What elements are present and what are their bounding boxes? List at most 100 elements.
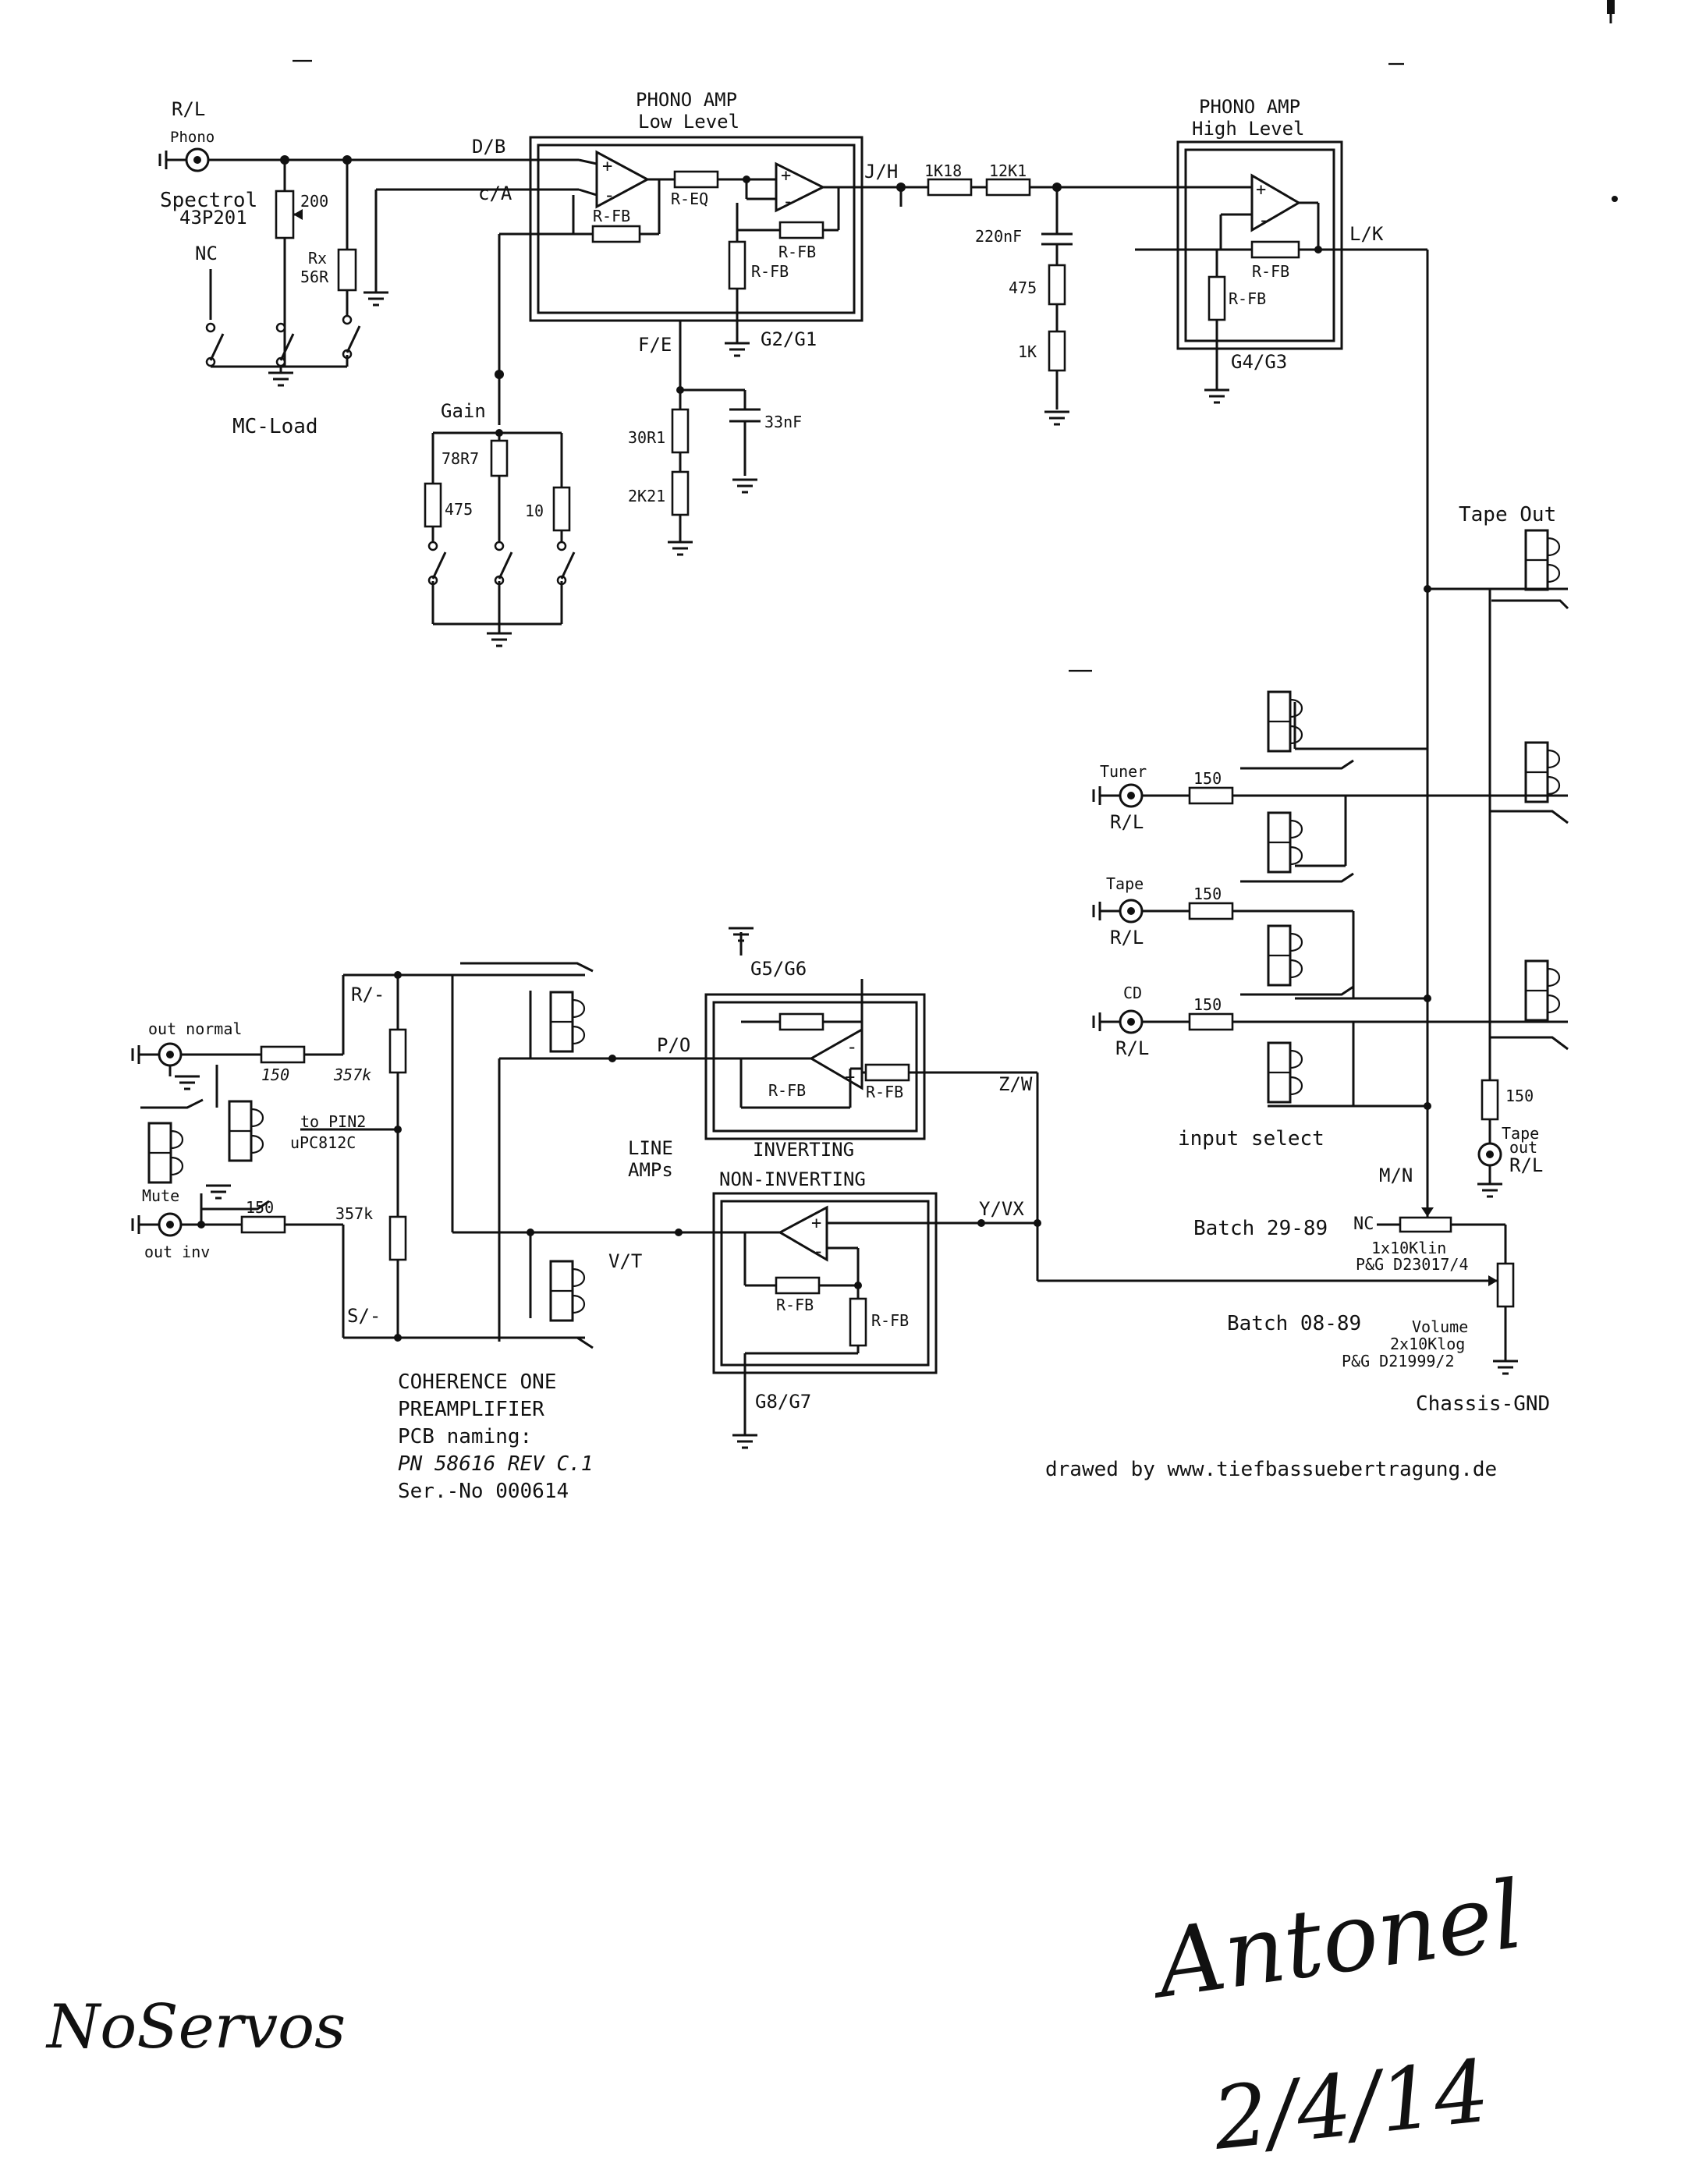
relay-icon [1524, 529, 1561, 591]
ground-icon [666, 541, 694, 556]
low-rfb-label: R-FB [593, 207, 630, 225]
opamp-3 [1250, 173, 1301, 232]
line-amps: G5/G6 - + R-FB R-FB Z/W P/O LINE AMPs IN… [608, 927, 1041, 1449]
net-zw: Z/W [998, 1073, 1033, 1095]
phono-high-title: PHONO AMP [1199, 96, 1300, 118]
opamp-2 [775, 161, 826, 213]
tape-jack-icon [1092, 899, 1144, 924]
mc-switch-3 [342, 314, 361, 360]
handwriting: NoServos Antonel 2/4/14 [45, 1861, 1530, 2169]
tuner-channel: R/L [1110, 811, 1144, 833]
net-lk: L/K [1349, 223, 1384, 245]
high-rfb2: R-FB [1229, 289, 1266, 308]
upc-label: uPC812C [290, 1133, 356, 1152]
handwritten-note: NoServos [45, 1992, 346, 2062]
svg-text:+: + [811, 1214, 821, 1233]
tape-out-jack-label2: out [1509, 1138, 1537, 1157]
scan-marks [293, 0, 1618, 672]
ground-icon [731, 1434, 759, 1449]
high-rfb1: R-FB [1252, 262, 1289, 281]
out-normal-jack-icon [131, 1042, 183, 1067]
ground-icon [1476, 1182, 1504, 1198]
gain-cap: 33nF [764, 413, 802, 431]
mc-switch-1 [205, 322, 225, 367]
ground-icon [485, 632, 513, 647]
r-eq-label: R-EQ [671, 190, 708, 208]
tape-out-resistor: 150 [1505, 1087, 1534, 1105]
tuner-resistor: 150 [1193, 769, 1222, 788]
volume-section: M/N Batch 29-89 NC 1x10Klin P&G D23017/4… [1037, 1165, 1550, 1416]
gain-switch-1 [427, 541, 447, 586]
credit-line: drawed by www.tiefbassuebertragung.de [1045, 1458, 1497, 1481]
opamp-1 [595, 150, 651, 209]
r2k-label: 2K21 [628, 487, 665, 505]
net-mn: M/N [1379, 1165, 1413, 1186]
svg-text:+: + [781, 166, 791, 186]
fe-network: F/E 33nF 30R1 2K21 [628, 321, 802, 556]
ground-icon [723, 342, 751, 357]
out-r357a: 357k [333, 1065, 371, 1084]
r30-label: 30R1 [628, 428, 665, 447]
net-r: R/- [351, 984, 385, 1005]
svg-text:-: - [813, 1240, 824, 1262]
relay-icon [1267, 690, 1303, 753]
ground-icon [1043, 410, 1071, 426]
line-gnd2: G8/G7 [755, 1391, 811, 1413]
line-relay-icon [549, 1260, 586, 1322]
net-po: P/O [657, 1034, 690, 1056]
cartridge-model: 43P201 [179, 207, 247, 229]
phono-low-title: PHONO AMP [636, 89, 737, 111]
gain-switch-2 [494, 541, 513, 586]
handwritten-date: 2/4/14 [1207, 2041, 1493, 2169]
inv-rfb-a: R-FB [768, 1081, 806, 1100]
inv-rfb-b: R-FB [866, 1083, 903, 1101]
svg-text:+: + [1256, 180, 1266, 200]
gain-label: Gain [441, 400, 486, 422]
vol-label: Volume [1412, 1317, 1468, 1336]
svg-text:-: - [846, 1036, 857, 1058]
info-line1: COHERENCE ONE [398, 1370, 557, 1394]
out-r150a: 150 [261, 1065, 289, 1084]
pot2-part: P&G D21999/2 [1342, 1352, 1455, 1370]
nc-label: NC [195, 243, 218, 264]
mute-relay-icon [147, 1122, 184, 1184]
input-select-section: Tape Out Tuner R/L 150 Tape R/L 150 [1092, 503, 1569, 1217]
net-fe: F/E [638, 334, 672, 356]
out-normal-label: out normal [148, 1019, 242, 1038]
inverting-label: INVERTING [753, 1139, 854, 1161]
low-gnd-label: G2/G1 [761, 328, 817, 350]
phono-high-subtitle: High Level [1192, 118, 1305, 140]
ground-icon [204, 1184, 232, 1200]
opamp-non-inverting [777, 1205, 828, 1262]
out-inv-jack-icon [131, 1212, 183, 1237]
nc-label-2: NC [1353, 1214, 1374, 1234]
spectrol-pot [275, 190, 295, 239]
line-gnd1: G5/G6 [750, 958, 807, 980]
info-line4: PN 58616 REV C.1 [398, 1452, 593, 1476]
tuner-label: Tuner [1100, 762, 1147, 781]
info-line2: PREAMPLIFIER [398, 1398, 544, 1421]
cd-channel: R/L [1115, 1037, 1149, 1059]
mc-load-label: MC-Load [232, 415, 318, 438]
batch1-label: Batch 29-89 [1193, 1217, 1328, 1240]
riaa-cap: 220nF [975, 227, 1022, 246]
net-vt: V/T [608, 1250, 642, 1272]
info-line5: Ser.-No 000614 [398, 1480, 569, 1503]
input-select-label: input select [1178, 1127, 1325, 1150]
to-pin2-label: to PIN2 [300, 1112, 366, 1131]
riaa-r3: 475 [1009, 278, 1037, 297]
riaa-r2: 12K1 [989, 161, 1027, 180]
phono-amp-high-level: PHONO AMP High Level + - R-FB R-FB G4/G3… [1135, 96, 1431, 749]
relay-icon [1267, 1041, 1303, 1104]
net-ca: c/A [478, 183, 512, 204]
net-jh: J/H [864, 161, 898, 183]
relay-icon [1267, 811, 1303, 874]
out-inv-label: out inv [144, 1243, 210, 1261]
tape-resistor: 150 [1193, 885, 1222, 903]
ground-icon [1491, 1360, 1520, 1375]
tape-out-title: Tape Out [1459, 503, 1556, 526]
rx-label: Rx [308, 249, 327, 268]
gain-r2: 78R7 [442, 449, 479, 468]
tape-channel: R/L [1110, 927, 1144, 948]
